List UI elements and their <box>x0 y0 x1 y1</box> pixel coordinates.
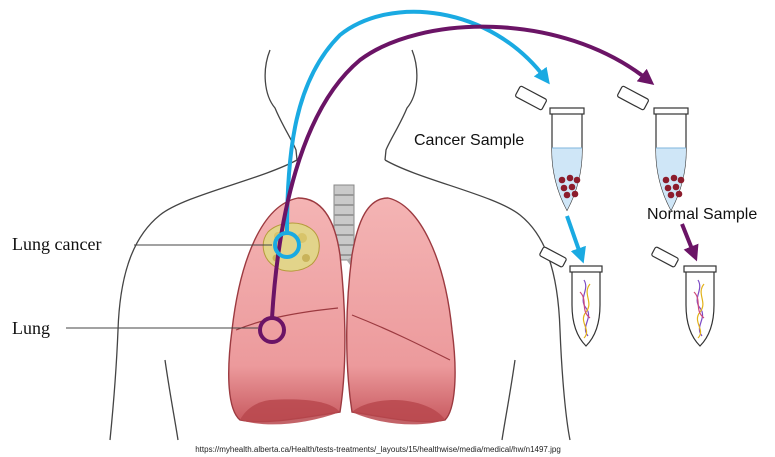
cancer-extract-tube <box>539 246 602 346</box>
cancer-extraction-arrow <box>567 216 581 256</box>
lung-cancer-label: Lung cancer <box>12 234 101 254</box>
normal-sample-tube <box>617 86 688 210</box>
normal-extract-tube <box>651 246 716 346</box>
tumor <box>263 223 319 271</box>
normal-sample-label: Normal Sample <box>647 206 757 223</box>
lung-label: Lung <box>12 318 50 338</box>
cancer-sample-tube <box>515 86 584 210</box>
cancer-sample-label: Cancer Sample <box>414 132 524 149</box>
cancer-sample-path <box>287 12 545 232</box>
normal-extraction-arrow <box>682 224 694 254</box>
image-source-url: https://myhealth.alberta.ca/Health/tests… <box>195 445 561 454</box>
left-lung <box>347 198 455 424</box>
